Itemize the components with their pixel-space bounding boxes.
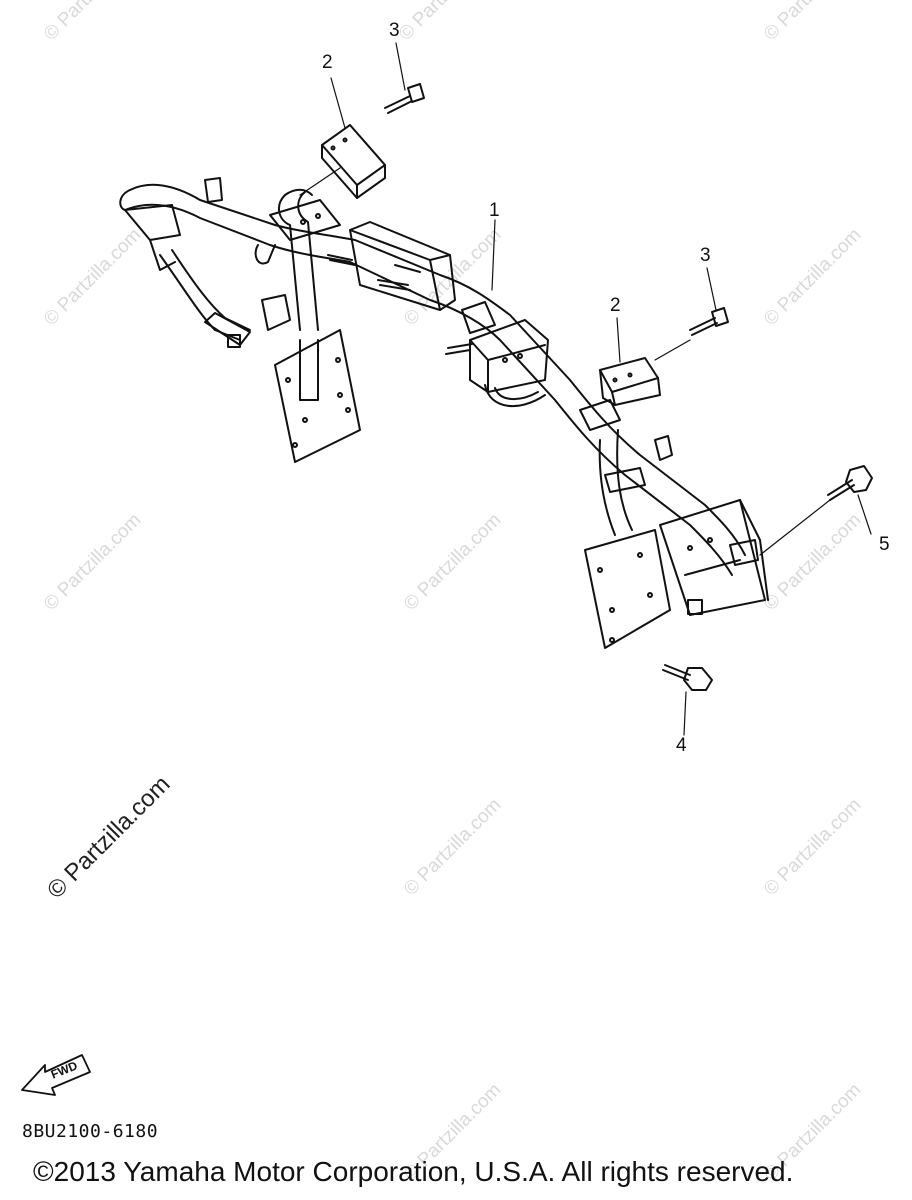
callout-2-upper: 2 [322, 52, 333, 73]
copyright-notice: ©2013 Yamaha Motor Corporation, U.S.A. A… [33, 1156, 794, 1187]
right-footplate [579, 399, 671, 649]
screw-upper [384, 83, 425, 114]
callout-3-lower: 3 [700, 245, 711, 266]
bolt-4 [662, 664, 713, 691]
leader-lines [299, 42, 872, 736]
callout-3-upper: 3 [389, 20, 400, 41]
left-bracket [124, 177, 251, 348]
left-footplate [254, 188, 361, 463]
fwd-arrow: FWD [21, 1054, 91, 1096]
mid-bracket [445, 301, 549, 408]
callout-4: 4 [676, 735, 687, 756]
screw-lower [689, 307, 729, 336]
bolt-5 [827, 465, 873, 501]
callout-1: 1 [489, 200, 500, 221]
centre-bracket [327, 221, 456, 311]
callout-2-lower: 2 [610, 295, 621, 316]
damper-block-upper [321, 124, 386, 199]
diagram-code: 8BU2100-6180 [22, 1121, 159, 1142]
callout-5: 5 [879, 534, 890, 555]
main-frame-tube [119, 183, 746, 576]
right-bracket [654, 435, 769, 616]
damper-block-lower [599, 357, 661, 406]
